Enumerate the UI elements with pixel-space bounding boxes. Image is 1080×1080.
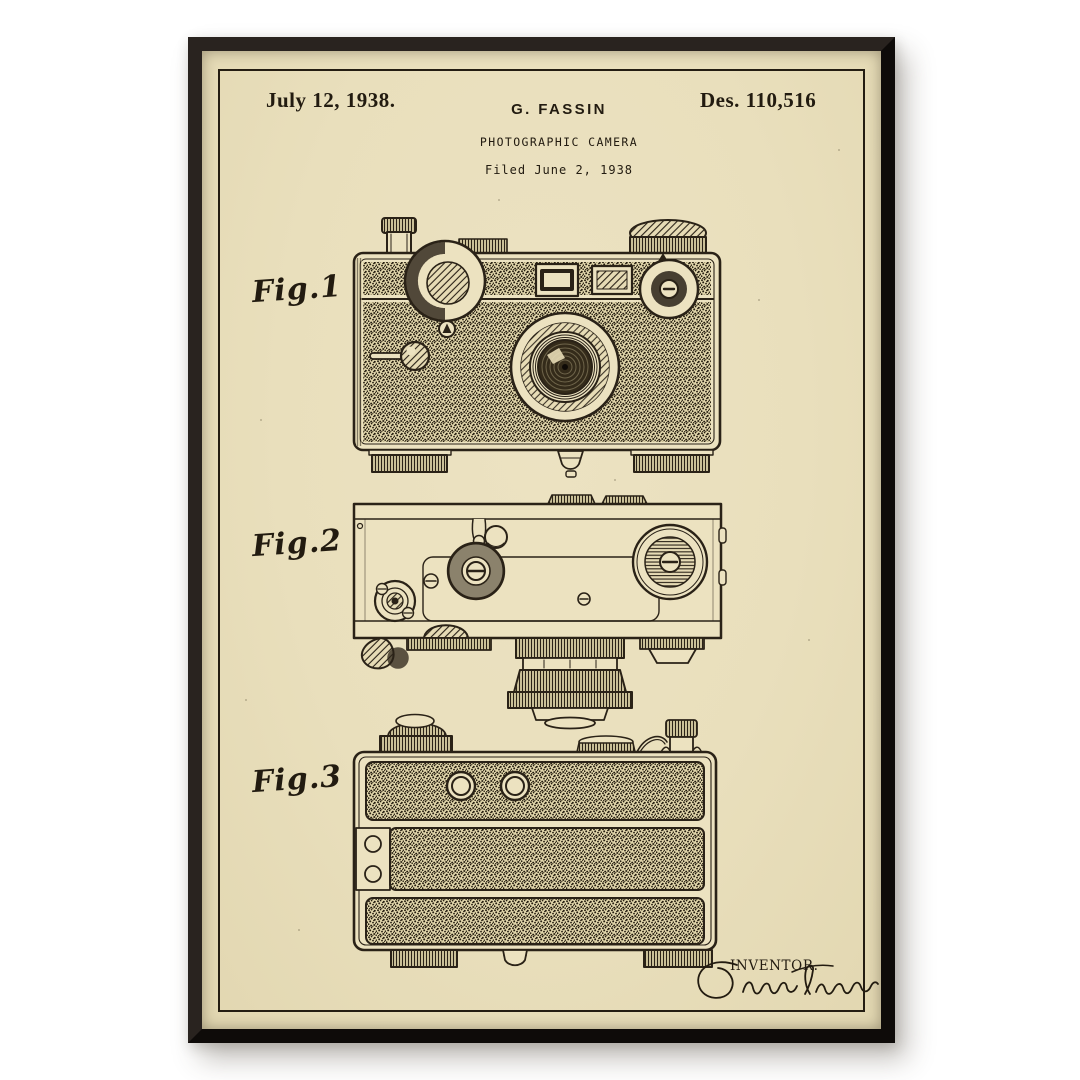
inventor-name: G. FASSIN (511, 101, 607, 118)
poster-frame: July 12, 1938. G. FASSIN PHOTOGRAPHIC CA… (188, 37, 895, 1043)
patent-drawings (245, 149, 879, 999)
figure-3-rear-view-drawing (352, 713, 718, 968)
figure-1-front-view-drawing (352, 217, 722, 478)
figure-2-top-view-drawing (352, 494, 727, 730)
inventor-signature (697, 961, 879, 999)
patent-date: July 12, 1938. (266, 88, 396, 112)
patent-paper: July 12, 1938. G. FASSIN PHOTOGRAPHIC CA… (202, 51, 881, 1029)
filed-date-line: Filed June 2, 1938 (484, 163, 634, 177)
patent-number: Des. 110,516 (700, 88, 817, 112)
patent-title: PHOTOGRAPHIC CAMERA (479, 135, 639, 149)
paper-specks (245, 149, 840, 931)
inner-border-rule (218, 69, 865, 1012)
